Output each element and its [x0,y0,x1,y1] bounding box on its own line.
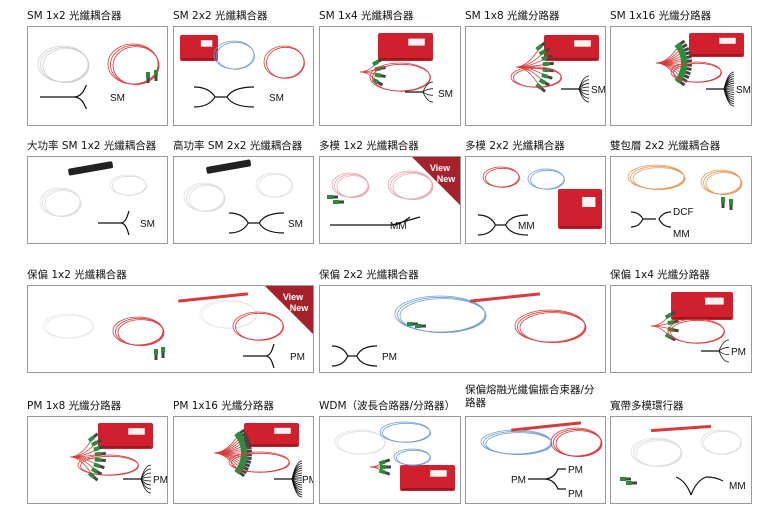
diagram-label: SM [140,219,155,230]
product-thumbnail[interactable]: SM [465,26,606,126]
product-thumbnail[interactable]: SM [173,26,314,126]
diagram-label: MM [729,481,746,492]
product-thumbnail[interactable]: SM [27,26,168,126]
product-thumbnail[interactable]: SM [27,156,168,244]
product-illustration [334,421,455,491]
diagram-label: DCF [673,207,694,218]
product-title-link[interactable]: 雙包層 2x2 光纖耦合器 [610,140,721,152]
product-title-link[interactable]: SM 1x8 光纖分路器 [465,10,560,22]
product-thumbnail[interactable]: MM [465,156,606,244]
product-thumbnail[interactable]: PM [27,416,168,504]
product-title-link[interactable]: 大功率 SM 1x2 光纖耦合器 [27,140,157,152]
product-title-link[interactable]: SM 1x2 光纖耦合器 [27,10,122,22]
product-title-link[interactable]: 保偏 1x4 光纖分路器 [610,269,710,281]
diagram-label: SM [438,89,453,100]
badge-view-text: View [430,163,451,173]
product-title-link[interactable]: 多模 1x2 光纖耦合器 [319,140,419,152]
diagram-label: PM [731,347,746,358]
product-illustration: SM [180,35,305,108]
diagram-label: MM [673,229,690,240]
diagram-label: SM [110,93,125,104]
product-thumbnail[interactable]: SM [610,26,752,126]
product-title-link[interactable]: PM 1x16 光纖分路器 [173,400,274,412]
product-thumbnail[interactable]: SM [319,26,461,126]
diagram-label: PM [290,352,305,363]
product-title-link[interactable]: 保偏 1x2 光纖耦合器 [27,269,127,281]
product-illustration: SM [39,161,155,236]
product-thumbnail[interactable]: PM [173,416,314,504]
diagram-label: PM [153,475,167,486]
diagram-label: MM [518,221,535,232]
diagram-label: SM [288,219,303,230]
badge-new-text: New [437,174,457,184]
product-title-link[interactable]: SM 2x2 光纖耦合器 [173,10,268,22]
product-illustration: SM [510,35,605,103]
product-title-link[interactable]: SM 1x16 光纖分路器 [610,10,712,22]
product-thumbnail[interactable]: PM [319,285,606,373]
product-thumbnail[interactable]: MM [610,416,752,504]
product-illustration: SM [655,33,751,107]
product-title-link[interactable]: 高功率 SM 2x2 光纖耦合器 [173,140,303,152]
product-illustration: PM PM PM [480,421,603,500]
product-thumbnail[interactable] [319,416,461,504]
product-illustration: PM [331,292,587,367]
diagram-label: PM [511,475,526,486]
product-illustration: SM [37,43,160,110]
diagram-label: PM [302,475,313,486]
product-thumbnail[interactable]: PM [610,285,752,373]
badge-new-text: New [290,303,310,313]
product-illustration: PM [650,292,746,363]
product-title-link[interactable]: 保偏 2x2 光纖耦合器 [319,269,419,281]
diagram-label: SM [269,93,284,104]
diagram-label: MM [390,221,407,232]
product-title-link[interactable]: 寬帶多模環行器 [610,400,684,412]
product-title-link[interactable]: PM 1x8 光纖分路器 [27,400,122,412]
product-illustration: PM [69,423,167,494]
diagram-label: PM [568,489,583,500]
product-illustration: PM [213,423,313,498]
diagram-label: PM [382,352,397,363]
product-illustration: MM [620,424,746,496]
diagram-label: SM [591,85,605,96]
product-title-link[interactable]: SM 1x4 光纖耦合器 [319,10,414,22]
product-illustration: DCF MM [627,164,743,240]
product-title-link[interactable]: WDM（波長合路器/分路器） [319,400,456,412]
diagram-label: SM [736,85,751,96]
product-title-link[interactable]: 保偏熔融光纖偏振合束器/分路器 [465,384,595,409]
product-illustration: SM [359,33,453,103]
product-illustration: SM [183,159,303,234]
product-title-link[interactable]: 多模 2x2 光纖耦合器 [465,140,565,152]
product-thumbnail[interactable]: DCF MM [610,156,752,244]
badge-view-text: View [283,292,304,302]
product-thumbnail[interactable]: PM PM PM [465,416,606,504]
diagram-label: PM [568,465,583,476]
product-thumbnail[interactable]: SM [173,156,314,244]
product-illustration: MM [477,166,602,236]
